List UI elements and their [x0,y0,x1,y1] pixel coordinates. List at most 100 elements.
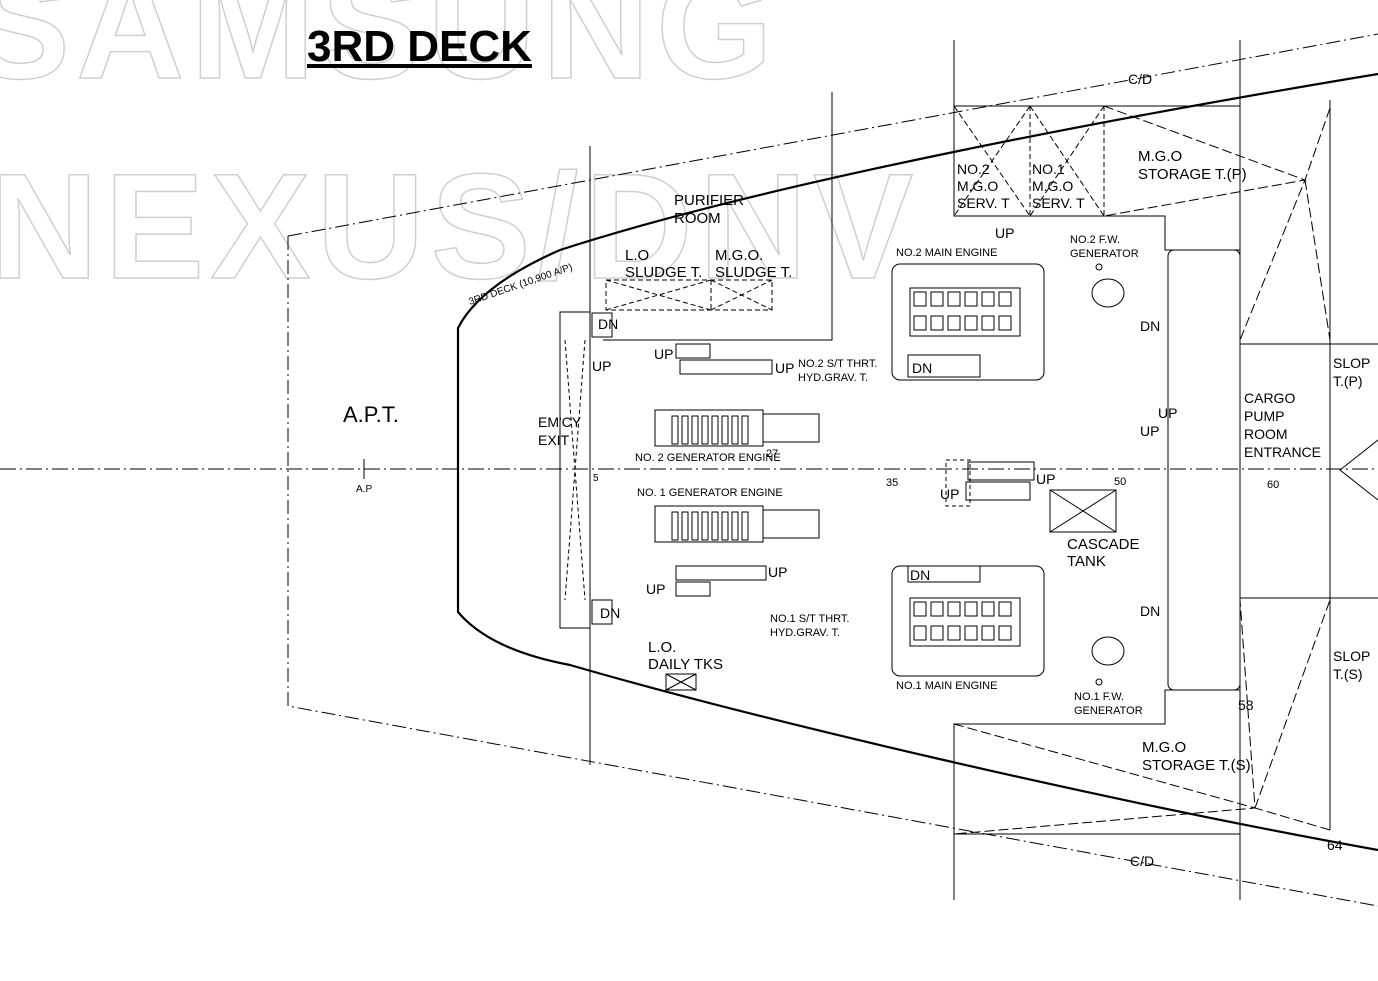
no2-mgo-label-3: SERV. T [957,195,1010,211]
lo-daily-label-2: DAILY TKS [648,656,723,673]
no2-fw-label-2: GENERATOR [1070,248,1139,260]
cargo-pump-label-3: ROOM [1244,426,1288,442]
frame-number: 60 [1267,479,1279,491]
engine-cylinder [947,601,961,617]
apt-label: A.P.T. [343,402,399,427]
engine-cylinder [930,625,944,641]
up-label-7: UP [1158,405,1177,421]
page-title: 3RD DECK [307,22,532,71]
main-engine-block [909,597,1021,647]
generator-cylinder [731,511,739,541]
mgo-sludge-label: M.G.O. [715,247,763,264]
generator-cylinder [711,511,719,541]
no2-st-label: NO.2 S/T THRT. [798,358,877,370]
up-label-1: UP [592,358,611,374]
generator-cylinder [691,415,699,445]
dn-label-6: DN [1140,603,1160,619]
purifier-room-label-2: ROOM [674,210,721,227]
mgo-storage-p-wall [953,40,1240,251]
dn-label-3: DN [912,360,932,376]
no1-generator-engine [654,505,764,543]
cascade-label-2: TANK [1067,553,1106,570]
no1-mgo-label: NO.1 [1032,161,1065,177]
generator-cylinder [721,511,729,541]
engine-cylinder [964,291,978,307]
outer-deck-boundary [287,33,1378,907]
mgo-storage-p-label-2: STORAGE T.(P) [1138,166,1247,183]
mgo-storage-p-label: M.G.O [1138,148,1182,165]
purifier-room-label: PURIFIER [674,192,744,209]
dn-label-4: DN [910,567,930,583]
emcy-exit-label-2: EXIT [538,432,570,448]
engine-cylinder [964,315,978,331]
no1-st-label-2: HYD.GRAV. T. [770,627,840,639]
up-label-3: UP [775,360,794,376]
generator-cylinder [671,415,679,445]
emergency-exit-trunk [559,311,591,629]
no2-generator-label: NO. 2 GENERATOR ENGINE [635,452,781,464]
sludge-tanks [605,279,773,311]
cargo-pump-label-2: PUMP [1244,408,1284,424]
mgo-storage-s-label: M.G.O [1142,739,1186,756]
stair-up-2 [675,565,767,581]
engine-cylinder [998,625,1012,641]
dn-label-5: DN [1140,318,1160,334]
engine-cylinder [998,601,1012,617]
generator-cylinder [701,415,709,445]
up-label-8: UP [1140,423,1159,439]
no2-mgo-label-2: M.G.O [957,178,998,194]
no1-st-label: NO.1 S/T THRT. [770,613,849,625]
stair-center [967,461,1035,481]
generator-cylinder [681,415,689,445]
hull-outline [456,72,1378,852]
generator-cylinder [691,511,699,541]
slop-p-label-2: T.(P) [1333,373,1363,389]
generator-cylinder [741,415,749,445]
main-engine-block [909,287,1021,337]
engine-cylinder [964,601,978,617]
engine-cylinder [964,625,978,641]
ap-label: A.P [356,484,372,495]
no1-fw-generator [1091,636,1125,666]
no2-main-engine-label: NO.2 MAIN ENGINE [896,247,997,259]
engine-cylinder [947,291,961,307]
cd-label-bottom: C/D [1130,853,1154,869]
up-label-5: UP [646,581,665,597]
frame-number: 5 [593,473,599,484]
frame-number: 35 [886,477,898,489]
watermark-line2: NEXUS/DNV [0,141,920,311]
no2-st-label-2: HYD.GRAV. T. [798,372,868,384]
no1-main-engine-label: NO.1 MAIN ENGINE [896,680,997,692]
frame-number: 64 [1327,837,1343,853]
up-label-4: UP [768,564,787,580]
cargo-pump-label-4: ENTRANCE [1244,444,1321,460]
mgo-storage-s-label-2: STORAGE T.(S) [1142,757,1251,774]
generator-cylinder [721,415,729,445]
cascade-tank [1049,489,1117,533]
engine-cylinder [981,601,995,617]
generator-cylinder [701,511,709,541]
slop-p-label: SLOP [1333,355,1370,371]
no1-fw-label-2: GENERATOR [1074,705,1143,717]
emcy-exit-label: EM'CY [538,414,582,430]
engine-cylinder [930,601,944,617]
cargo-pump-label: CARGO [1244,390,1295,406]
frame-number: 27 [766,448,778,460]
no2-main-engine-box [891,263,1045,381]
engine-cylinder [913,315,927,331]
no1-generator-label: NO. 1 GENERATOR ENGINE [637,487,783,499]
casing-rail [1167,249,1241,691]
no1-fw-label: NO.1 F.W. [1074,691,1124,703]
no1-mgo-label-3: SERV. T [1032,195,1085,211]
engine-cylinder [981,315,995,331]
generator-cylinder [671,511,679,541]
dn-label-2: DN [600,605,620,621]
engine-cylinder [930,315,944,331]
engine-cylinder [998,291,1012,307]
stair-up-1 [675,343,711,359]
engine-cylinder [913,291,927,307]
frame-number: 50 [1114,476,1126,488]
engine-cylinder [981,291,995,307]
slop-s-label-2: T.(S) [1333,666,1363,682]
